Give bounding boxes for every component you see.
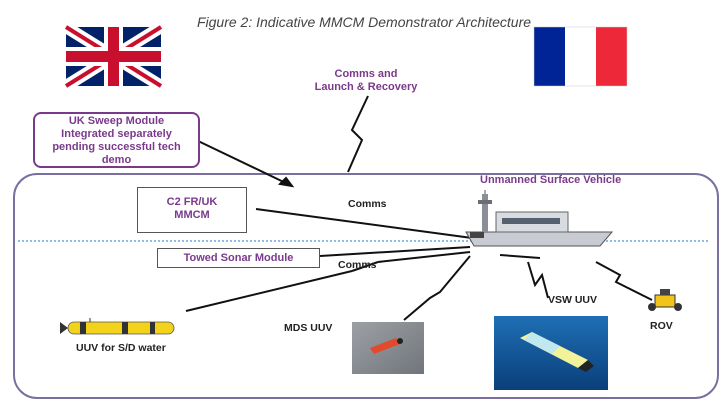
france-flag-icon xyxy=(533,26,628,87)
c2-mmcm-box: C2 FR/UK MMCM xyxy=(137,187,247,233)
uk-sweep-line4: demo xyxy=(101,154,132,166)
uk-sweep-line3: pending successful tech xyxy=(52,141,181,153)
connection-lines xyxy=(185,95,653,321)
mds-uuv-photo xyxy=(352,322,424,374)
rov-icon xyxy=(648,289,682,311)
diagram-frame xyxy=(13,173,719,399)
c2-line2: MMCM xyxy=(174,209,210,221)
c2-line1: C2 FR/UK xyxy=(166,196,218,208)
uk-sweep-line1: UK Sweep Module xyxy=(68,115,165,127)
usv-boat-icon xyxy=(465,190,614,247)
mds-uuv-label: MDS UUV xyxy=(284,322,333,334)
comms-launch-label: Comms and Launch & Recovery xyxy=(296,68,436,94)
figure-title: Figure 2: Indicative MMCM Demonstrator A… xyxy=(196,14,532,30)
uk-sweep-line2: Integrated separately xyxy=(61,128,172,140)
rov-label: ROV xyxy=(650,320,673,332)
usv-label: Unmanned Surface Vehicle xyxy=(480,174,622,186)
comms-lower-label: Comms xyxy=(338,259,377,271)
towed-sonar-module-box: Towed Sonar Module xyxy=(157,248,320,268)
uk-sweep-module-box: UK Sweep Module Integrated separately pe… xyxy=(33,112,200,168)
comms-launch-line2: Launch & Recovery xyxy=(314,81,418,93)
uuv-sd-label: UUV for S/D water xyxy=(76,342,166,354)
uuv-torpedo-icon xyxy=(60,318,175,335)
vsw-uuv-label: VSW UUV xyxy=(548,294,598,306)
comms-launch-line1: Comms and xyxy=(334,68,398,80)
comms-upper-label: Comms xyxy=(348,198,387,210)
uk-flag-icon xyxy=(62,21,165,92)
vsw-uuv-photo xyxy=(494,316,608,390)
